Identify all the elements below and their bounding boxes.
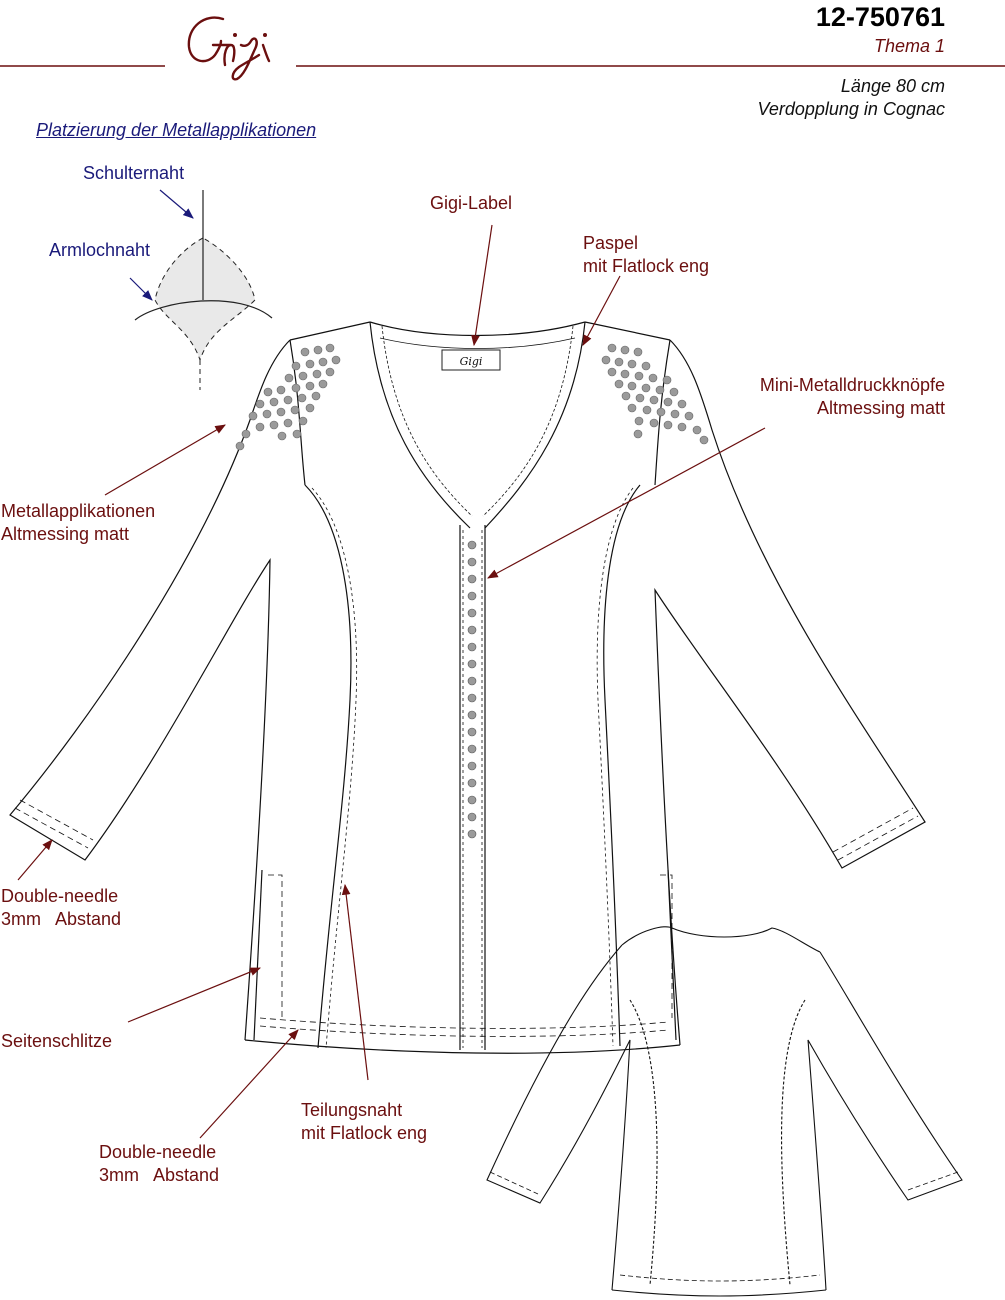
length-note: Länge 80 cm xyxy=(840,76,945,96)
snaps-line2: Altmessing matt xyxy=(816,398,945,418)
panel-seam-left xyxy=(304,484,352,1049)
front-garment xyxy=(9,321,926,1054)
v-neck-left xyxy=(369,321,471,529)
v-neck-right xyxy=(484,321,586,529)
gigi-label-tag xyxy=(441,349,501,371)
panel-seam-arrow xyxy=(341,883,369,1081)
piping-arrow xyxy=(582,275,621,346)
hem-dn-line1: Double-needle xyxy=(99,1142,217,1162)
front-hem xyxy=(244,1039,681,1054)
metal-line1: Metallapplikationen xyxy=(1,501,156,521)
front-right-side xyxy=(654,339,926,1046)
gigi-logo xyxy=(187,16,271,81)
shoulder-seam-label: Schulternaht xyxy=(83,163,185,183)
sleeve-double-needle-callout: Double-needle 3mm Abstand xyxy=(1,885,121,931)
armhole-shape xyxy=(154,237,256,362)
snaps-arrow xyxy=(487,427,766,579)
metal-line2: Altmessing matt xyxy=(1,524,130,544)
front-shoulder-right xyxy=(584,321,671,341)
armhole-seam-label: Armlochnaht xyxy=(49,240,151,260)
armhole-seam-arrow xyxy=(129,277,153,301)
metal-applications-callout: Metallapplikationen Altmessing matt xyxy=(1,500,155,546)
piping-line2: mit Flatlock eng xyxy=(583,256,710,276)
gigi-label-callout: Gigi-Label xyxy=(430,193,513,213)
gigi-label-tag-text: Gigi xyxy=(460,355,483,368)
sleeve-double-needle-arrow xyxy=(17,839,53,881)
sleeve-dn-line1: Double-needle xyxy=(1,886,119,906)
hem-double-needle-callout: Double-needle 3mm Abstand xyxy=(99,1141,219,1187)
sleeve-dn-line2: 3mm Abstand xyxy=(1,909,122,929)
snap-buttons xyxy=(467,540,477,839)
gigi-label-arrow xyxy=(471,224,493,347)
front-left-side xyxy=(9,339,291,1041)
back-garment xyxy=(486,926,963,1297)
hem-double-needle-arrow xyxy=(199,1029,299,1139)
neckline-inner xyxy=(379,337,576,349)
side-slits-callout: Seitenschlitze xyxy=(1,1031,113,1051)
panel-seam-line2: mit Flatlock eng xyxy=(301,1123,428,1143)
shoulder-seam-arrow xyxy=(159,189,194,219)
piping-callout: Paspel mit Flatlock eng xyxy=(583,232,709,278)
article-number: 12-750761 xyxy=(815,2,945,32)
metal-applications-arrow xyxy=(104,424,226,496)
doubling-note: Verdopplung in Cognac xyxy=(757,99,945,119)
panel-seam-callout: Teilungsnaht mit Flatlock eng xyxy=(301,1099,427,1145)
piping-line1: Paspel xyxy=(583,233,639,253)
metal-applications-right xyxy=(601,343,709,445)
hem-dn-line2: 3mm Abstand xyxy=(99,1165,220,1185)
snaps-callout: Mini-Metalldruckknöpfe Altmessing matt xyxy=(760,374,945,420)
side-slits-arrow xyxy=(127,967,261,1023)
metal-applications-left xyxy=(235,343,341,451)
front-shoulder-left xyxy=(289,321,371,341)
panel-seam-line1: Teilungsnaht xyxy=(301,1100,403,1120)
placement-title: Platzierung der Metallapplikationen xyxy=(36,120,317,140)
theme-label: Thema 1 xyxy=(873,36,945,56)
snaps-line1: Mini-Metalldruckknöpfe xyxy=(759,375,945,395)
panel-seam-right xyxy=(603,484,641,1047)
shoulder-detail xyxy=(134,190,273,390)
